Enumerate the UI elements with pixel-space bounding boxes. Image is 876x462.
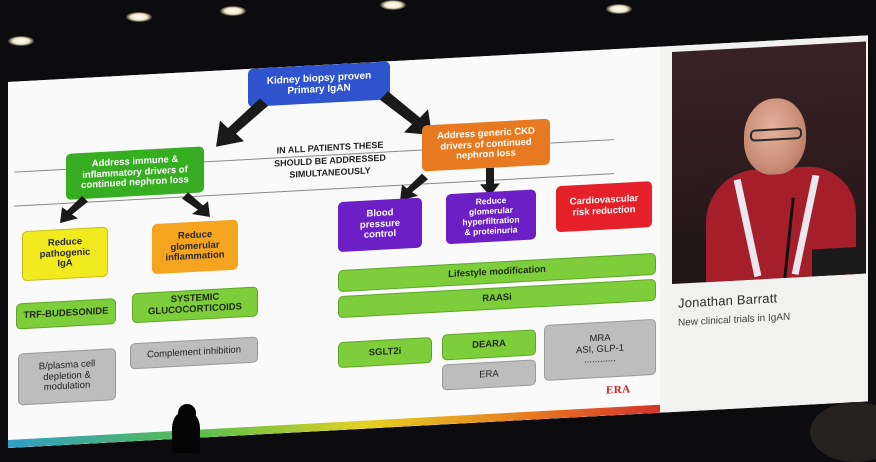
ceiling-light xyxy=(8,36,34,46)
talk-subtitle: New clinical trials in IgAN xyxy=(678,311,791,329)
down-arrow-icon xyxy=(60,195,88,224)
box-systemic-glucocorticoids: SYSTEMIC GLUCOCORTICOIDS xyxy=(132,286,258,324)
audience-silhouette xyxy=(810,402,876,462)
box-ckd-drivers: Address generic CKD drivers of continued… xyxy=(422,118,550,172)
camera-silhouette xyxy=(172,412,200,453)
box-kidney-biopsy: Kidney biopsy proven Primary IgAN xyxy=(248,61,390,108)
speaker-panel: Jonathan Barratt New clinical trials in … xyxy=(664,35,868,413)
ceiling-light xyxy=(380,0,406,10)
box-deara: DEARA xyxy=(442,329,536,361)
box-b-plasma-cell-depletion: B/plasma cell depletion & modulation xyxy=(18,348,116,406)
box-reduce-glomerular-inflammation: Reduce glomerular inflammation xyxy=(152,219,238,275)
box-era: ERA xyxy=(442,359,536,391)
down-arrow-icon xyxy=(380,91,432,136)
ceiling-light xyxy=(606,4,632,14)
box-sglt2i: SGLT2i xyxy=(338,337,432,369)
box-blood-pressure-control: Blood pressure control xyxy=(338,197,422,253)
speaker-name: Jonathan Barratt xyxy=(678,290,778,311)
down-arrow-icon xyxy=(216,98,268,147)
box-trf-budesonide: TRF-BUDESONIDE xyxy=(16,298,116,330)
down-arrow-icon xyxy=(480,167,500,196)
box-complement-inhibition: Complement inhibition xyxy=(130,336,258,370)
projection-screen: Kidney biopsy proven Primary IgAN Addres… xyxy=(8,35,868,449)
down-arrow-icon xyxy=(182,192,210,218)
ceiling-light xyxy=(220,6,246,16)
down-arrow-icon xyxy=(400,173,428,201)
footer-color-bar xyxy=(8,404,660,448)
era-logo-icon: ERA xyxy=(606,383,631,397)
presentation-slide: Kidney biopsy proven Primary IgAN Addres… xyxy=(8,46,660,449)
lectern xyxy=(812,246,866,277)
box-mra-asi-glp1: MRA ASI, GLP-1 ............ xyxy=(544,318,656,381)
box-cardiovascular-risk: Cardiovascular risk reduction xyxy=(556,181,652,233)
ceiling-light xyxy=(126,12,152,22)
speaker-video xyxy=(672,41,866,285)
center-note: IN ALL PATIENTS THESE SHOULD BE ADDRESSE… xyxy=(274,139,386,180)
box-reduce-pathogenic-iga: Reduce pathogenic IgA xyxy=(22,226,108,282)
box-reduce-hyperfiltration: Reduce glomerular hyperfiltration & prot… xyxy=(446,189,536,245)
